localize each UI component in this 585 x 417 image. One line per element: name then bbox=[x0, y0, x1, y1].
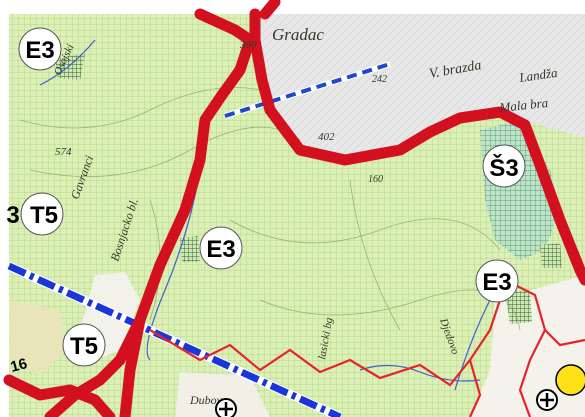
label-gradac: Gradac bbox=[272, 25, 324, 44]
svg-text:E3: E3 bbox=[206, 236, 235, 263]
zone-badge-t5-left-edge: T5 3 bbox=[6, 192, 64, 236]
label-mala-bra: Mala bra bbox=[498, 95, 550, 115]
svg-text:3: 3 bbox=[6, 202, 19, 229]
elevation-402: 402 bbox=[318, 131, 335, 143]
edge-number-left: 16 bbox=[9, 355, 30, 376]
grey-terrain-zone bbox=[250, 14, 585, 160]
streams bbox=[39, 39, 491, 391]
built-up-area-center bbox=[175, 372, 270, 417]
svg-text:T5: T5 bbox=[30, 202, 58, 229]
e3-patch-center bbox=[180, 236, 200, 262]
e3-patch-right-2 bbox=[540, 243, 562, 268]
plus-circle-icon bbox=[536, 389, 558, 411]
e3-patch-top-left bbox=[55, 54, 85, 80]
power-line bbox=[7, 262, 342, 417]
zone-badge-t5-bottom-left: T5 bbox=[62, 323, 106, 367]
zone-badge-e3-center: E3 bbox=[199, 226, 243, 270]
thick-boundaries bbox=[3, 0, 585, 417]
svg-text:Š3: Š3 bbox=[489, 154, 518, 182]
yellow-point-marker bbox=[555, 364, 585, 396]
svg-text:E3: E3 bbox=[482, 269, 511, 296]
elevation-160: 160 bbox=[368, 174, 383, 185]
label-landja: Landža bbox=[517, 65, 558, 85]
svg-text:T5: T5 bbox=[70, 333, 98, 360]
zone-badge-e3-right: E3 bbox=[475, 259, 519, 303]
built-up-area-left-edge bbox=[10, 300, 65, 375]
plus-circle-icon bbox=[215, 398, 237, 417]
road-dashed bbox=[224, 62, 391, 118]
svg-text:E3: E3 bbox=[25, 37, 54, 64]
elevation-360: 360 bbox=[239, 39, 257, 51]
zone-badge-e3-top-left: E3 bbox=[18, 27, 62, 71]
zone-badge-s3-right: Š3 bbox=[482, 144, 526, 188]
elevation-242: 242 bbox=[372, 74, 387, 85]
e3-patch-right bbox=[505, 290, 532, 324]
elevation-574: 574 bbox=[55, 146, 72, 158]
